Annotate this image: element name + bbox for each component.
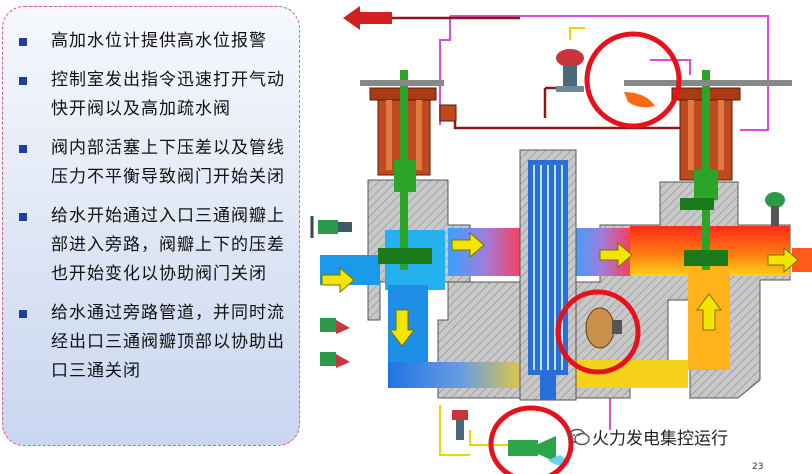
- flow-arrow-icon: [599, 241, 633, 269]
- watermark-text: 火力发电集控运行: [592, 429, 728, 449]
- bullet-square-icon: [19, 38, 27, 46]
- bypass-outlet-passage: [568, 360, 688, 388]
- valve-system-diagram: [310, 6, 812, 474]
- outlet-pipe: [792, 248, 812, 272]
- flow-arrow-icon: [321, 266, 355, 294]
- wechat-icon: [568, 428, 590, 446]
- flow-arrow-icon: [767, 246, 799, 274]
- heater-bundle: [519, 149, 577, 401]
- drain-valve: [452, 410, 468, 440]
- flow-arrow-icon: [389, 309, 415, 347]
- flow-arrow-icon: [451, 231, 485, 259]
- fast-drain-valve: [508, 436, 570, 466]
- heater-inlet-passage: [448, 228, 524, 276]
- bullet-item: 阀内部活塞上下压差以及管线压力不平衡导致阀门开始关闭: [17, 134, 297, 192]
- bullet-item: 给水开始通过入口三通阀瓣上部进入旁路，阀瓣上下的压差也开始变化以协助阀门关闭: [17, 202, 297, 289]
- bullet-item: 控制室发出指令迅速打开气动快开阀以及高加疏水阀: [17, 66, 297, 124]
- text-panel: 高加水位计提供高水位报警 控制室发出指令迅速打开气动快开阀以及高加疏水阀 阀内部…: [2, 6, 300, 446]
- bullet-list: 高加水位计提供高水位报警 控制室发出指令迅速打开气动快开阀以及高加疏水阀 阀内部…: [17, 27, 297, 396]
- bullet-text: 给水开始通过入口三通阀瓣上部进入旁路，阀瓣上下的压差也开始变化以协助阀门关闭: [51, 206, 285, 284]
- yellow-signal-lines: [439, 27, 585, 456]
- flow-arrows: [321, 231, 799, 347]
- highlight-circle: [555, 289, 641, 375]
- inlet-three-way-valve: [360, 70, 457, 270]
- left-side-valves: [310, 216, 352, 368]
- bullet-square-icon: [19, 145, 27, 153]
- bullet-item: 给水通过旁路管道，并同时流经出口三通阀瓣顶部以协助出口三通关闭: [17, 299, 297, 386]
- bullet-text: 控制室发出指令迅速打开气动快开阀以及高加疏水阀: [51, 70, 285, 119]
- quick-open-valve: [556, 49, 584, 92]
- bullet-item: 高加水位计提供高水位报警: [17, 27, 297, 56]
- highlight-circles: [488, 31, 682, 474]
- outlet-arrow-icon: [343, 6, 392, 30]
- bullet-text: 给水通过旁路管道，并同时流经出口三通阀瓣顶部以协助出口三通关闭: [51, 303, 285, 381]
- bullet-square-icon: [19, 77, 27, 85]
- highlight-circle: [488, 405, 574, 474]
- drip-icon: [624, 92, 655, 108]
- bullet-square-icon: [19, 213, 27, 221]
- bullet-text: 阀内部活塞上下压差以及管线压力不平衡导致阀门开始关闭: [51, 138, 285, 187]
- right-side-valve: [765, 192, 785, 226]
- bullet-square-icon: [19, 310, 27, 318]
- bullet-text: 高加水位计提供高水位报警: [51, 31, 267, 51]
- bypass-passage: [388, 362, 538, 388]
- outlet-three-way-valve: [624, 70, 792, 270]
- flow-arrow-icon: [696, 293, 722, 331]
- page-number: 23: [752, 462, 764, 472]
- highlight-circle: [584, 31, 682, 129]
- check-valve: [585, 307, 622, 349]
